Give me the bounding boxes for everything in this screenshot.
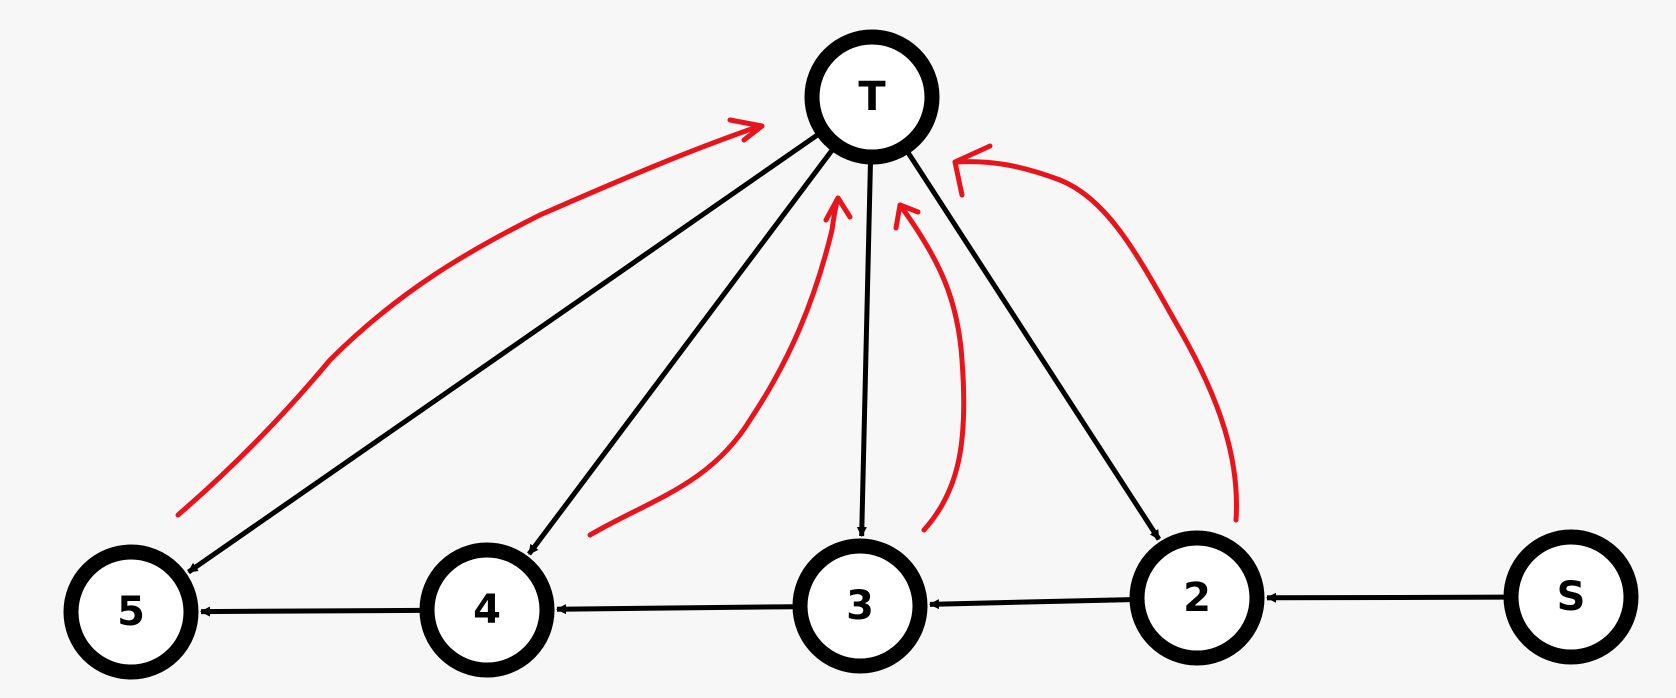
highlighted-arrows-layer [175, 117, 1239, 538]
node-t: T [804, 29, 940, 165]
edge-3-to-4 [555, 604, 795, 615]
node-circle [804, 29, 940, 165]
nodes-layer: T 5 4 3 2 S [63, 29, 1639, 680]
node-5: 5 [63, 544, 199, 680]
edge-t-to-3 [856, 162, 873, 538]
red-arrow-3-to-t [893, 202, 967, 533]
node-circle [63, 544, 199, 680]
node-circle [419, 542, 555, 678]
edge-t-to-5 [187, 132, 820, 575]
node-s: S [1503, 529, 1639, 665]
node-label: 5 [117, 589, 145, 635]
edge-s-to-2 [1265, 592, 1506, 603]
edges-layer [187, 132, 1506, 617]
edge-t-to-2 [905, 151, 1162, 541]
node-3: 3 [792, 538, 928, 674]
edge-4-to-5 [199, 606, 422, 617]
red-arrow-2-to-t [952, 143, 1239, 523]
edge-t-to-4 [527, 148, 835, 556]
node-2: 2 [1129, 530, 1265, 666]
edge-2-to-3 [928, 597, 1132, 610]
node-label: 3 [846, 583, 874, 629]
red-arrow-5-to-t [175, 117, 765, 518]
node-label: T [858, 74, 886, 120]
node-circle [1129, 530, 1265, 666]
red-arrow-4-to-t [587, 195, 853, 538]
node-circle [1503, 529, 1639, 665]
node-circle [792, 538, 928, 674]
node-4: 4 [419, 542, 555, 678]
node-label: 2 [1183, 575, 1211, 621]
node-label: S [1557, 574, 1586, 620]
node-label: 4 [473, 587, 501, 633]
